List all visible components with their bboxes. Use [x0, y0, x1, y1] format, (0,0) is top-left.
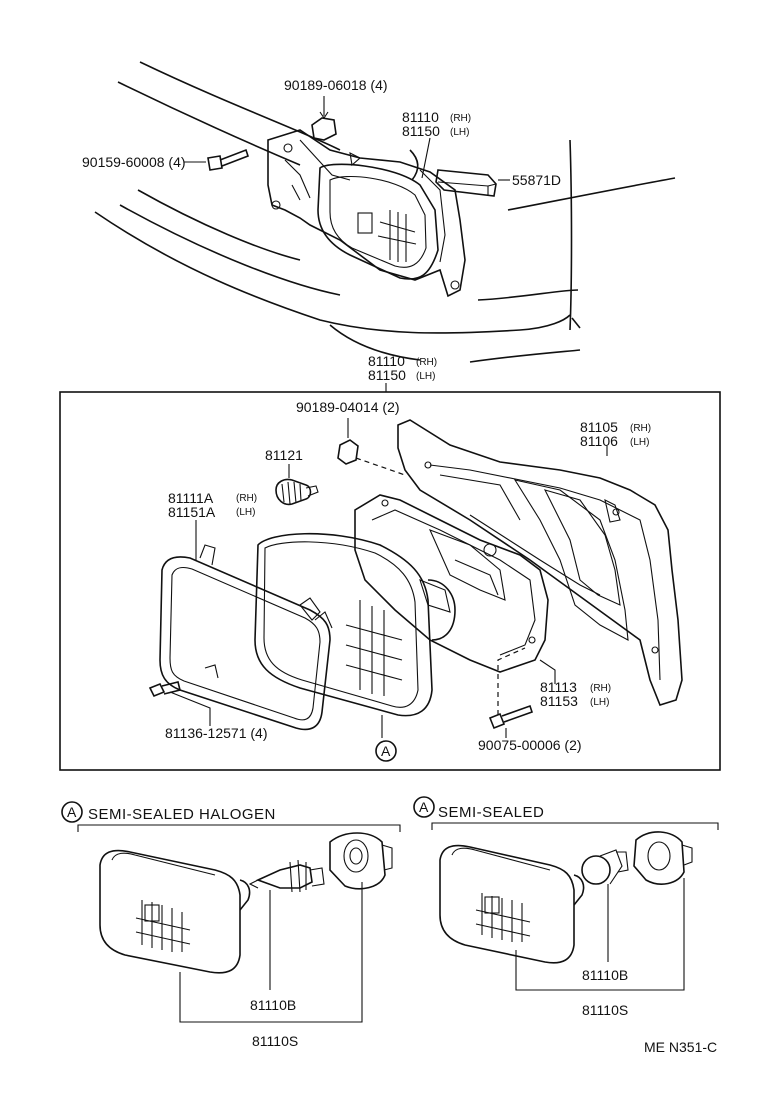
label-rh-81111A: (RH) — [236, 493, 257, 504]
housing-bracket-81105 — [397, 419, 683, 706]
halogen-label-81110B: 81110B — [250, 997, 296, 1013]
label-81113: 81113 — [540, 679, 577, 695]
bar-55871D — [435, 169, 510, 197]
label-lh-top: (LH) — [450, 127, 469, 138]
label-81121: 81121 — [265, 447, 303, 463]
label-81153: 81153 — [540, 693, 578, 709]
label-55871D: 55871D — [512, 172, 561, 188]
retaining-ring-81111A — [159, 544, 333, 731]
bulb-81121 — [275, 464, 319, 506]
label-lh-81153: (LH) — [590, 697, 609, 708]
semisealed-bracket — [431, 822, 719, 830]
label-rh-top: (RH) — [450, 113, 471, 124]
label-lh-box: (LH) — [416, 371, 435, 382]
headlamp-assembly-installed — [267, 129, 466, 298]
semisealed-label-81110B: 81110B — [582, 967, 628, 983]
exploded-view-frame — [59, 391, 721, 771]
halogen-title: SEMI-SEALED HALOGEN — [88, 806, 276, 823]
bolt-90159-60008 — [184, 148, 250, 171]
halogen-socket — [329, 832, 393, 890]
screw-81136 — [148, 681, 211, 726]
svg-text:A: A — [67, 804, 77, 820]
bolt-90075 — [488, 647, 534, 738]
diagram-code: ME N351-C — [644, 1039, 717, 1055]
halogen-label-81110S: 81110S — [252, 1033, 298, 1049]
label-90159-60008: 90159-60008 (4) — [82, 154, 186, 170]
label-81136: 81136-12571 (4) — [165, 725, 267, 741]
label-81150-box: 81150 — [368, 367, 406, 383]
semisealed-label-81110S: 81110S — [582, 1002, 628, 1018]
callout-a-exploded: A — [375, 740, 397, 762]
halogen-assembly-bracket — [179, 882, 363, 1023]
semisealed-title: SEMI-SEALED — [438, 804, 544, 821]
halogen-lamp-unit — [99, 849, 251, 974]
clip-90189-04014 — [337, 418, 406, 476]
clip-90189-06018 — [311, 96, 337, 141]
label-90189-06018: 90189-06018 (4) — [284, 77, 388, 93]
headlamp-unit-exploded — [254, 532, 456, 738]
label-81105: 81105 — [580, 419, 618, 435]
leader-81113 — [539, 659, 556, 684]
semisealed-socket — [633, 831, 693, 885]
label-lh-81106: (LH) — [630, 437, 649, 448]
label-81151A: 81151A — [168, 504, 216, 520]
semisealed-bulb-81110B — [581, 849, 629, 885]
callout-a-semisealed: A — [413, 796, 435, 818]
label-90075: 90075-00006 (2) — [478, 737, 582, 753]
vehicle-front-body — [94, 61, 676, 363]
label-rh-box: (RH) — [416, 357, 437, 368]
leader-81110-top — [421, 137, 431, 179]
mount-bracket-81113 — [354, 494, 549, 673]
label-90189-04014: 90189-04014 (2) — [296, 399, 400, 415]
halogen-bracket — [77, 824, 401, 832]
label-rh-81113: (RH) — [590, 683, 611, 694]
svg-text:A: A — [381, 743, 391, 759]
halogen-bulb-81110B — [248, 859, 325, 893]
label-rh-81105: (RH) — [630, 423, 651, 434]
label-81110-top: 81110 — [402, 109, 439, 125]
label-81106: 81106 — [580, 433, 618, 449]
label-81150-top: 81150 — [402, 123, 440, 139]
label-81110-box: 81110 — [368, 353, 405, 369]
label-81111A: 81111A — [168, 490, 214, 506]
svg-text:A: A — [419, 799, 429, 815]
semisealed-assembly-bracket — [515, 878, 685, 991]
callout-a-halogen: A — [61, 801, 83, 823]
label-lh-81151A: (LH) — [236, 507, 255, 518]
semisealed-lamp-unit — [439, 844, 585, 964]
